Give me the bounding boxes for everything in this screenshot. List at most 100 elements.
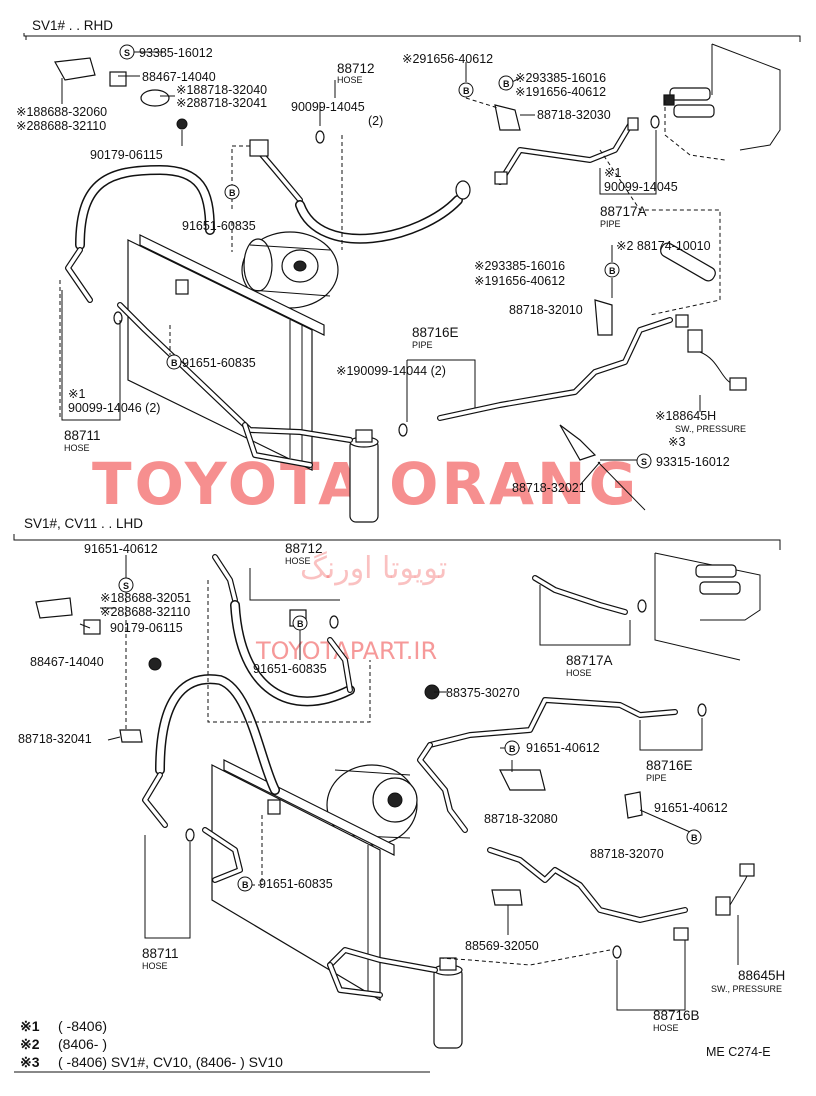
lhd-pipe-88716E: [417, 697, 678, 833]
svg-text:S: S: [124, 48, 130, 58]
label-288688-32110-lhd: ※288688-32110: [100, 605, 190, 619]
label-88716E-pipe-lhd: PIPE: [646, 773, 667, 783]
label-88712-hose: HOSE: [337, 75, 363, 85]
lhd-hose-88711: [142, 674, 280, 828]
label-90099-14045-b: 90099-14045: [604, 180, 678, 194]
lhd-liquid-pipe: [202, 827, 438, 998]
label-288718-32041: ※288718-32041: [176, 96, 267, 110]
svg-text:B: B: [229, 188, 236, 198]
label-88717A-lhd: 88717A: [566, 653, 613, 668]
label-88712: 88712: [337, 61, 375, 76]
label-88718-32041-lhd: 88718-32041: [18, 732, 92, 746]
label-88375-30270: 88375-30270: [446, 686, 520, 700]
label-star1-a: ※1: [604, 166, 621, 180]
lhd-body-outline: [654, 552, 761, 661]
label-90179-06115: 90179-06115: [90, 148, 163, 162]
rhd-hose-88174: [660, 242, 716, 282]
label-88712-hose-lhd: HOSE: [285, 556, 311, 566]
footnote-2-text: (8406- ): [58, 1036, 107, 1052]
lhd-receiver: [433, 957, 463, 1049]
label-191656-40612-b: ※191656-40612: [474, 274, 565, 288]
rhd-pipe-88717A: [497, 122, 633, 185]
svg-text:B: B: [463, 86, 470, 96]
rhd-pressure-switch: [687, 329, 747, 391]
label-91651-60835-a: 91651-60835: [182, 219, 256, 233]
label-288688-32110: ※288688-32110: [16, 119, 106, 133]
footnote-3-mark: ※3: [20, 1054, 40, 1070]
label-88718-32030: 88718-32030: [537, 108, 611, 122]
label-93315-16012: 93315-16012: [656, 455, 730, 469]
label-91651-40612-b: 91651-40612: [526, 741, 600, 755]
label-190099-14044: ※190099-14044 (2): [336, 364, 446, 378]
label-88467-14040: 88467-14040: [142, 70, 216, 84]
label-93385-16012: 93385-16012: [139, 46, 213, 60]
label-293385-16016-b: ※293385-16016: [474, 259, 565, 273]
lhd-leader-lines: [79, 555, 739, 1011]
label-188688-32051: ※188688-32051: [100, 591, 191, 605]
label-88716E-lhd: 88716E: [646, 758, 693, 773]
label-288174-10010: ※2 88174-10010: [616, 239, 711, 253]
label-91651-60835-lhd-a: 91651-60835: [253, 662, 327, 676]
lhd-symbols: S B B B B: [118, 577, 702, 892]
label-90179-06115-lhd: 90179-06115: [110, 621, 183, 635]
label-88718-32070: 88718-32070: [590, 847, 664, 861]
lhd-condenser: [211, 759, 395, 1002]
rhd-evaporator-fittings: [663, 87, 715, 118]
label-88718-32021: 88718-32021: [512, 481, 586, 495]
lhd-part-labels: 91651-40612 ※188688-32051 ※288688-32110 …: [18, 541, 785, 1033]
label-293385-16016-a: ※293385-16016: [515, 71, 606, 85]
svg-text:B: B: [503, 79, 510, 89]
rhd-small-parts: [54, 57, 689, 461]
lhd-hose-88712: [212, 554, 355, 707]
label-88711-hose-lhd: HOSE: [142, 961, 168, 971]
label-88645H: 88645H: [738, 968, 785, 983]
label-88718-32080: 88718-32080: [484, 812, 558, 826]
reference-code: ME C274-E: [706, 1045, 771, 1059]
label-star3: ※3: [668, 435, 685, 449]
svg-text:S: S: [641, 457, 647, 467]
rhd-liquid-pipe: [117, 302, 353, 468]
svg-text:B: B: [297, 619, 304, 629]
lhd-hose-88716B: [487, 847, 688, 923]
rhd-part-labels: 93385-16012 88467-14040 ※188718-32040 ※2…: [16, 46, 746, 495]
rhd-compressor: [241, 231, 339, 309]
rhd-section-frame: [23, 33, 801, 42]
label-88716E-pipe: PIPE: [412, 340, 433, 350]
rhd-symbols: S B B B B B S: [119, 44, 652, 469]
label-191656-40612-a: ※191656-40612: [515, 85, 606, 99]
label-188688-32060: ※188688-32060: [16, 105, 107, 119]
label-88711-lhd: 88711: [142, 946, 179, 961]
label-188645H: ※188645H: [655, 409, 716, 423]
footnote-3-text: ( -8406) SV1#, CV10, (8406- ) SV10: [58, 1054, 283, 1070]
label-88716B-hose: HOSE: [653, 1023, 679, 1033]
rhd-receiver: [349, 429, 379, 523]
label-88467-14040-lhd: 88467-14040: [30, 655, 104, 669]
lhd-evaporator-fittings: [695, 564, 741, 595]
rhd-pipe-88716E: [437, 317, 673, 421]
rhd-condenser: [127, 234, 325, 471]
svg-text:B: B: [609, 266, 616, 276]
label-91651-40612-a: 91651-40612: [84, 542, 158, 556]
watermark-persian: تویوتا اورنگ: [300, 551, 447, 586]
lhd-pressure-switch: [715, 863, 755, 916]
label-88711-hose: HOSE: [64, 443, 90, 453]
label-188645H-sw: SW., PRESSURE: [675, 424, 746, 434]
label-88716B: 88716B: [653, 1008, 700, 1023]
label-91651-40612-c: 91651-40612: [654, 801, 728, 815]
rhd-leader-lines: [59, 51, 726, 511]
footnotes: ※1 ( -8406) ※2 (8406- ) ※3 ( -8406) SV1#…: [14, 1018, 430, 1073]
label-qty-2-a: (2): [368, 114, 383, 128]
label-90099-14046: 90099-14046 (2): [68, 401, 160, 415]
svg-text:B: B: [509, 744, 516, 754]
footnote-1-mark: ※1: [20, 1018, 40, 1034]
svg-text:S: S: [123, 581, 129, 591]
label-88569-32050: 88569-32050: [465, 939, 539, 953]
svg-text:B: B: [691, 833, 698, 843]
svg-text:B: B: [171, 358, 178, 368]
label-90099-14045-a: 90099-14045: [291, 100, 365, 114]
label-291656-40612: ※291656-40612: [402, 52, 493, 66]
rhd-body-outline: [663, 43, 781, 151]
label-88717A-pipe: PIPE: [600, 219, 621, 229]
label-91651-60835-lhd-b: 91651-60835: [259, 877, 333, 891]
